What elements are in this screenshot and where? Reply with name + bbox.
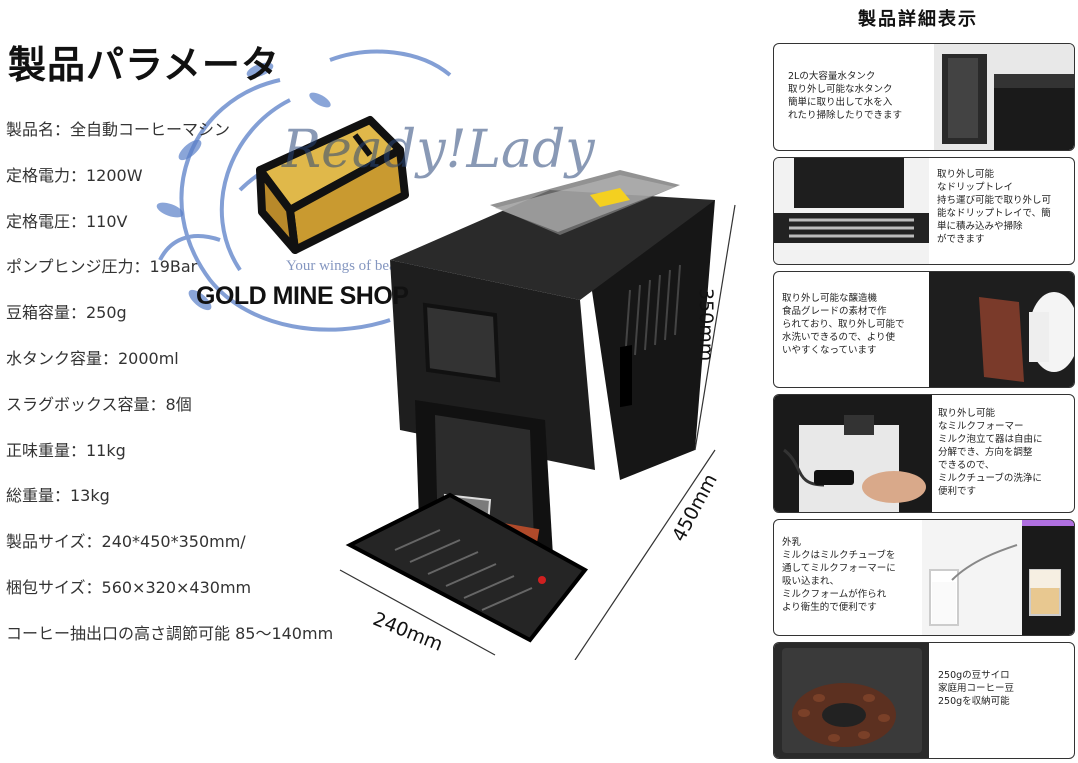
coffee-machine-image: [339, 170, 736, 660]
detail-card-brewer: 取り外し可能な醸造機 食品グレードの素材で作 られており、取り外し可能で 水洗い…: [773, 271, 1075, 388]
detail-card-bean-silo: 250gの豆サイロ 家庭用コーヒー豆 250gを収納可能: [773, 642, 1075, 759]
detail-text: 250gの豆サイロ 家庭用コーヒー豆 250gを収納可能: [938, 670, 1015, 707]
detail-text: 外乳 ミルクはミルクチューブを 通してミルクフォーマーに 吸い込まれ、 ミルクフ…: [782, 537, 896, 613]
bean-silo-image: [774, 643, 929, 758]
watermark-shop: GOLD MINE SHOP: [196, 282, 409, 310]
brewer-image: [929, 272, 1074, 387]
detail-text: 2Lの大容量水タンク 取り外し可能な水タンク 簡単に取り出して水を入 れたり掃除…: [788, 71, 903, 121]
drip-tray-image: [774, 158, 929, 264]
param-item: 製品サイズ：240*450*350mm/: [6, 532, 246, 552]
param-item: 定格電圧：110V: [6, 211, 128, 231]
side-title: 製品詳細表示: [858, 9, 978, 30]
param-item: 水タンク容量：2000ml: [6, 348, 179, 368]
detail-text: 取り外し可能 なミルクフォーマー ミルク泡立て器は自由に 分解でき、方向を調整 …: [938, 408, 1043, 497]
param-item: 梱包サイズ：560×320×430mm: [6, 577, 252, 597]
external-milk-image: [922, 520, 1074, 635]
param-item: 豆箱容量：250g: [6, 303, 127, 323]
param-item: コーヒー抽出口の高さ調節可能 85～140mm: [6, 623, 334, 643]
param-item: 総重量：13kg: [6, 486, 110, 506]
detail-card-external-milk: 外乳 ミルクはミルクチューブを 通してミルクフォーマーに 吸い込まれ、 ミルクフ…: [773, 519, 1075, 636]
dimension-height: 350mm: [695, 288, 717, 362]
detail-card-drip-tray: 取り外し可能 なドリップトレイ 持ち運び可能で取り外し可 能なドリップトレイで、…: [773, 157, 1075, 265]
param-item: スラグボックス容量：8個: [6, 394, 192, 414]
detail-text: 取り外し可能 なドリップトレイ 持ち運び可能で取り外し可 能なドリップトレイで、…: [937, 169, 1052, 245]
param-list: 製品名：全自動コーヒーマシン 定格電力：1200W 定格電圧：110V ポンプヒ…: [6, 118, 386, 668]
param-item: 正味重量：11kg: [6, 440, 126, 460]
page-title: 製品パラメータ: [8, 43, 280, 87]
watermark-script: Ready!Lady: [282, 120, 595, 180]
milk-frother-image: [774, 395, 932, 512]
param-item: 製品名：全自動コーヒーマシン: [6, 120, 231, 139]
detail-card-water-tank: 2Lの大容量水タンク 取り外し可能な水タンク 簡単に取り出して水を入 れたり掃除…: [773, 43, 1075, 151]
param-item: ポンプヒンジ圧力：19Bar: [6, 257, 198, 277]
water-tank-image: [934, 44, 1074, 150]
detail-card-milk-frother: 取り外し可能 なミルクフォーマー ミルク泡立て器は自由に 分解でき、方向を調整 …: [773, 394, 1075, 513]
param-item: 定格電力：1200W: [6, 165, 143, 185]
detail-text: 取り外し可能な醸造機 食品グレードの素材で作 られており、取り外し可能で 水洗い…: [782, 293, 905, 356]
watermark-flourish: [156, 49, 452, 332]
